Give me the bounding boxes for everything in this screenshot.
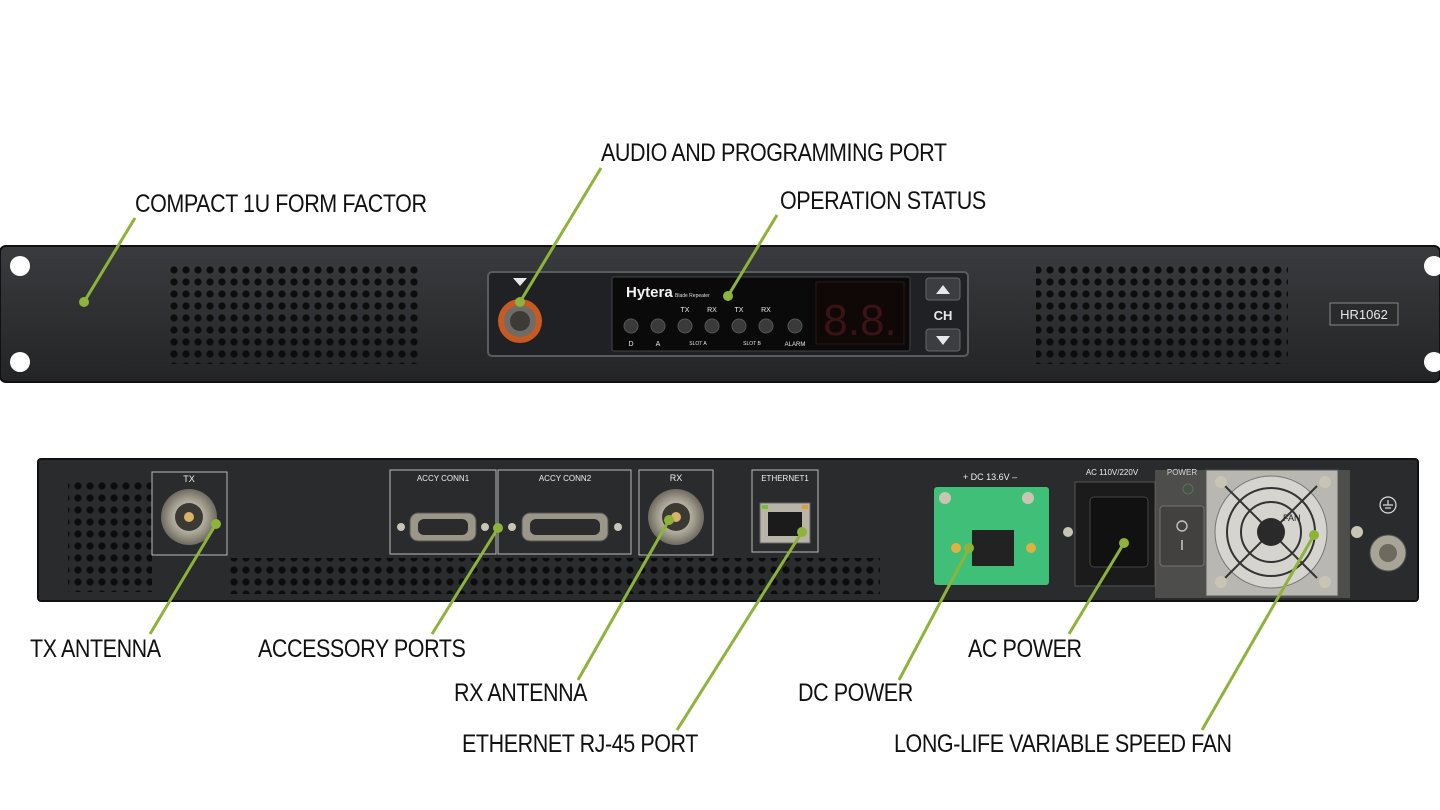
vent-left [168,264,420,364]
power-switch[interactable] [1159,505,1205,567]
ac-power-inlet[interactable] [1089,496,1149,568]
leader-operation [726,214,779,297]
rear-vent-left [68,480,152,592]
leader-ac [1067,542,1126,635]
leader-dot-audio [515,297,525,307]
ac-label: AC 110V/220V [1086,468,1139,477]
dc-label: + DC 13.6V – [963,472,1017,482]
leader-dot-ac [1119,538,1129,548]
model-badge [1329,302,1399,326]
leader-dot-operation [723,291,733,301]
callout-operation-status: OPERATION STATUS [780,187,986,215]
slot-a-label: SLOT A [689,341,707,347]
leader-ethernet [675,531,804,731]
callout-rx-antenna: RX ANTENNA [454,679,588,707]
leader-dot-ethernet [797,527,807,537]
rack-hole [10,352,30,372]
rear-vent-bottom [230,558,880,594]
power-label: POWER [1167,468,1197,477]
leader-dot-fan [1309,530,1319,540]
rx-port-label: RX [670,473,683,483]
accy-conn1-label: ACCY CONN1 [417,474,470,483]
led-label-a: A [656,341,661,348]
fan-label: FAN [1283,513,1301,523]
leader-rx [576,519,671,681]
led-label-tx-a: TX [681,307,690,314]
ch-label: CH [934,308,953,323]
led-label-alarm: ALARM [785,342,806,348]
callout-ethernet-port: ETHERNET RJ-45 PORT [462,730,698,758]
front-panel: Hytera Blade Repeater D A TX RX TX RX AL… [0,245,1440,383]
leader-dot-compact [79,297,89,307]
callout-audio-programming-port: AUDIO AND PROGRAMMING PORT [601,139,947,167]
ground-icon [1379,496,1397,514]
leader-fan [1200,534,1316,731]
led-label-rx-a: RX [707,307,717,314]
power-led [1182,483,1194,495]
led-label-d: D [628,341,633,348]
led-label-rx-b: RX [761,307,771,314]
callout-ac-power: AC POWER [968,635,1082,663]
leader-dc [897,547,971,681]
rack-hole [1424,256,1440,276]
rack-hole [1424,352,1440,372]
rack-hole [10,256,30,276]
vent-right [1036,264,1288,364]
tx-port-label: TX [183,474,195,484]
callout-accessory-ports: ACCESSORY PORTS [258,635,466,663]
callout-compact-form-factor: COMPACT 1U FORM FACTOR [135,190,427,218]
callout-tx-antenna: TX ANTENNA [30,635,161,663]
brand-subtitle: Blade Repeater [675,293,710,299]
status-leds [623,318,803,334]
leader-dot-tx [211,519,221,529]
model-badge-text: HR1062 [1340,307,1388,322]
leader-dot-rx [664,515,674,525]
leader-dot-accessory [493,523,503,533]
callout-dc-power: DC POWER [798,679,913,707]
leader-tx [148,523,218,635]
slot-b-label: SLOT B [743,341,761,347]
channel-display-digits: 8.8. [823,296,896,345]
callout-fan: LONG-LIFE VARIABLE SPEED FAN [894,730,1232,758]
rear-panel: TX ACCY CONN1 ACCY CONN2 RX ETHERNET1 + [37,458,1419,602]
leader-lines [79,167,1319,731]
leader-compact [82,217,137,303]
channel-display [815,281,905,345]
leader-dot-dc [964,543,974,553]
accy-conn2-label: ACCY CONN2 [539,474,592,483]
brand-logo: Hytera [626,284,673,301]
ethernet-label: ETHERNET1 [761,474,809,483]
leader-audio [518,167,603,303]
leader-accessory [430,527,500,635]
led-label-tx-b: TX [735,307,744,314]
